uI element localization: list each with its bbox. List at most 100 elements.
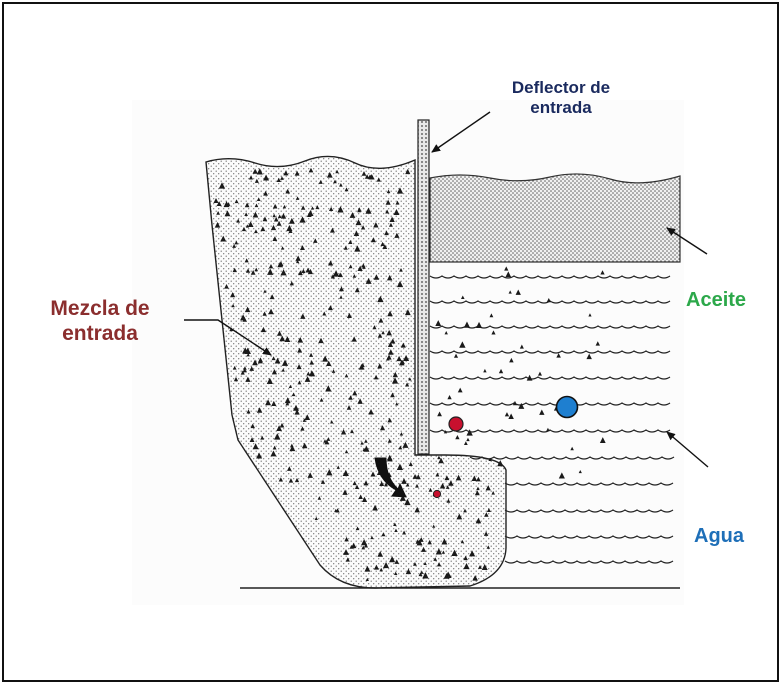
particle [402,441,409,448]
particle [220,235,227,242]
particle [289,445,296,452]
particle [399,494,406,501]
particle [234,199,239,204]
particle [364,439,368,443]
particle [394,528,398,533]
particle [386,274,393,281]
particle [342,489,348,495]
particle [344,373,349,378]
particle [296,364,302,370]
particle [260,435,265,440]
particle [509,357,514,363]
particle [365,577,369,582]
particle [330,274,335,279]
particle [391,377,399,384]
particle [319,397,324,402]
particle [256,197,261,202]
particle [466,437,470,442]
deflector-leader-arrow-icon [431,111,491,153]
particle [299,216,306,223]
particle [307,472,313,478]
particle [271,369,278,375]
particle [405,568,412,575]
particle [436,562,442,567]
wave-line [469,456,675,460]
particle [438,457,444,464]
particle [377,295,384,303]
particle [291,392,296,397]
particle [463,321,471,328]
particle [570,446,574,451]
particle [278,261,284,267]
particle [392,371,398,378]
particle [276,425,282,431]
particle [386,454,393,461]
particle [420,570,424,574]
particle [346,312,352,318]
particle [304,414,311,421]
particle [460,295,465,300]
particle [343,549,349,555]
particle [281,359,289,366]
particle [386,329,392,336]
particle [384,230,389,236]
particle [300,426,305,431]
particle [268,308,274,315]
particle [278,477,284,482]
particle [363,445,370,452]
particle [396,355,402,362]
particle [273,216,279,222]
mezcla-label-line1: Mezcla de [50,297,150,320]
particle [245,268,251,273]
particle [408,377,412,381]
particle [539,409,545,415]
particle [336,465,340,469]
particle [324,439,330,445]
particle [254,203,259,208]
particle [586,353,592,360]
particle [272,213,276,218]
particle [263,289,267,293]
particle [377,551,384,557]
particle [276,330,283,336]
particle [276,177,281,183]
particle [437,411,442,417]
particle [231,303,235,308]
particle [252,359,258,366]
aceite-label: Aceite [686,289,747,311]
particle [232,365,237,370]
particle [249,437,255,442]
particle [387,438,392,443]
particle [384,482,388,487]
particle [279,422,285,428]
particle [333,179,337,184]
particle [339,286,344,292]
particle [363,543,368,548]
particle [380,241,385,246]
particle [260,326,267,333]
particle [213,197,219,204]
particle [456,513,463,520]
particle [301,442,308,449]
particle [326,360,332,366]
particle [280,213,287,219]
particle [318,179,323,184]
particle [270,450,277,457]
particle [361,263,366,268]
particle [265,399,272,406]
particle [400,342,406,348]
particle [504,412,510,417]
particle [372,504,378,511]
particle [352,274,357,278]
particle [332,270,340,277]
particle [315,205,320,210]
particle [481,564,488,571]
particle [254,229,258,234]
particle [459,341,466,348]
particle [326,171,333,178]
particle [512,400,518,406]
particle [489,313,494,318]
particle [476,486,480,491]
particle [349,212,356,218]
particle [433,557,438,561]
